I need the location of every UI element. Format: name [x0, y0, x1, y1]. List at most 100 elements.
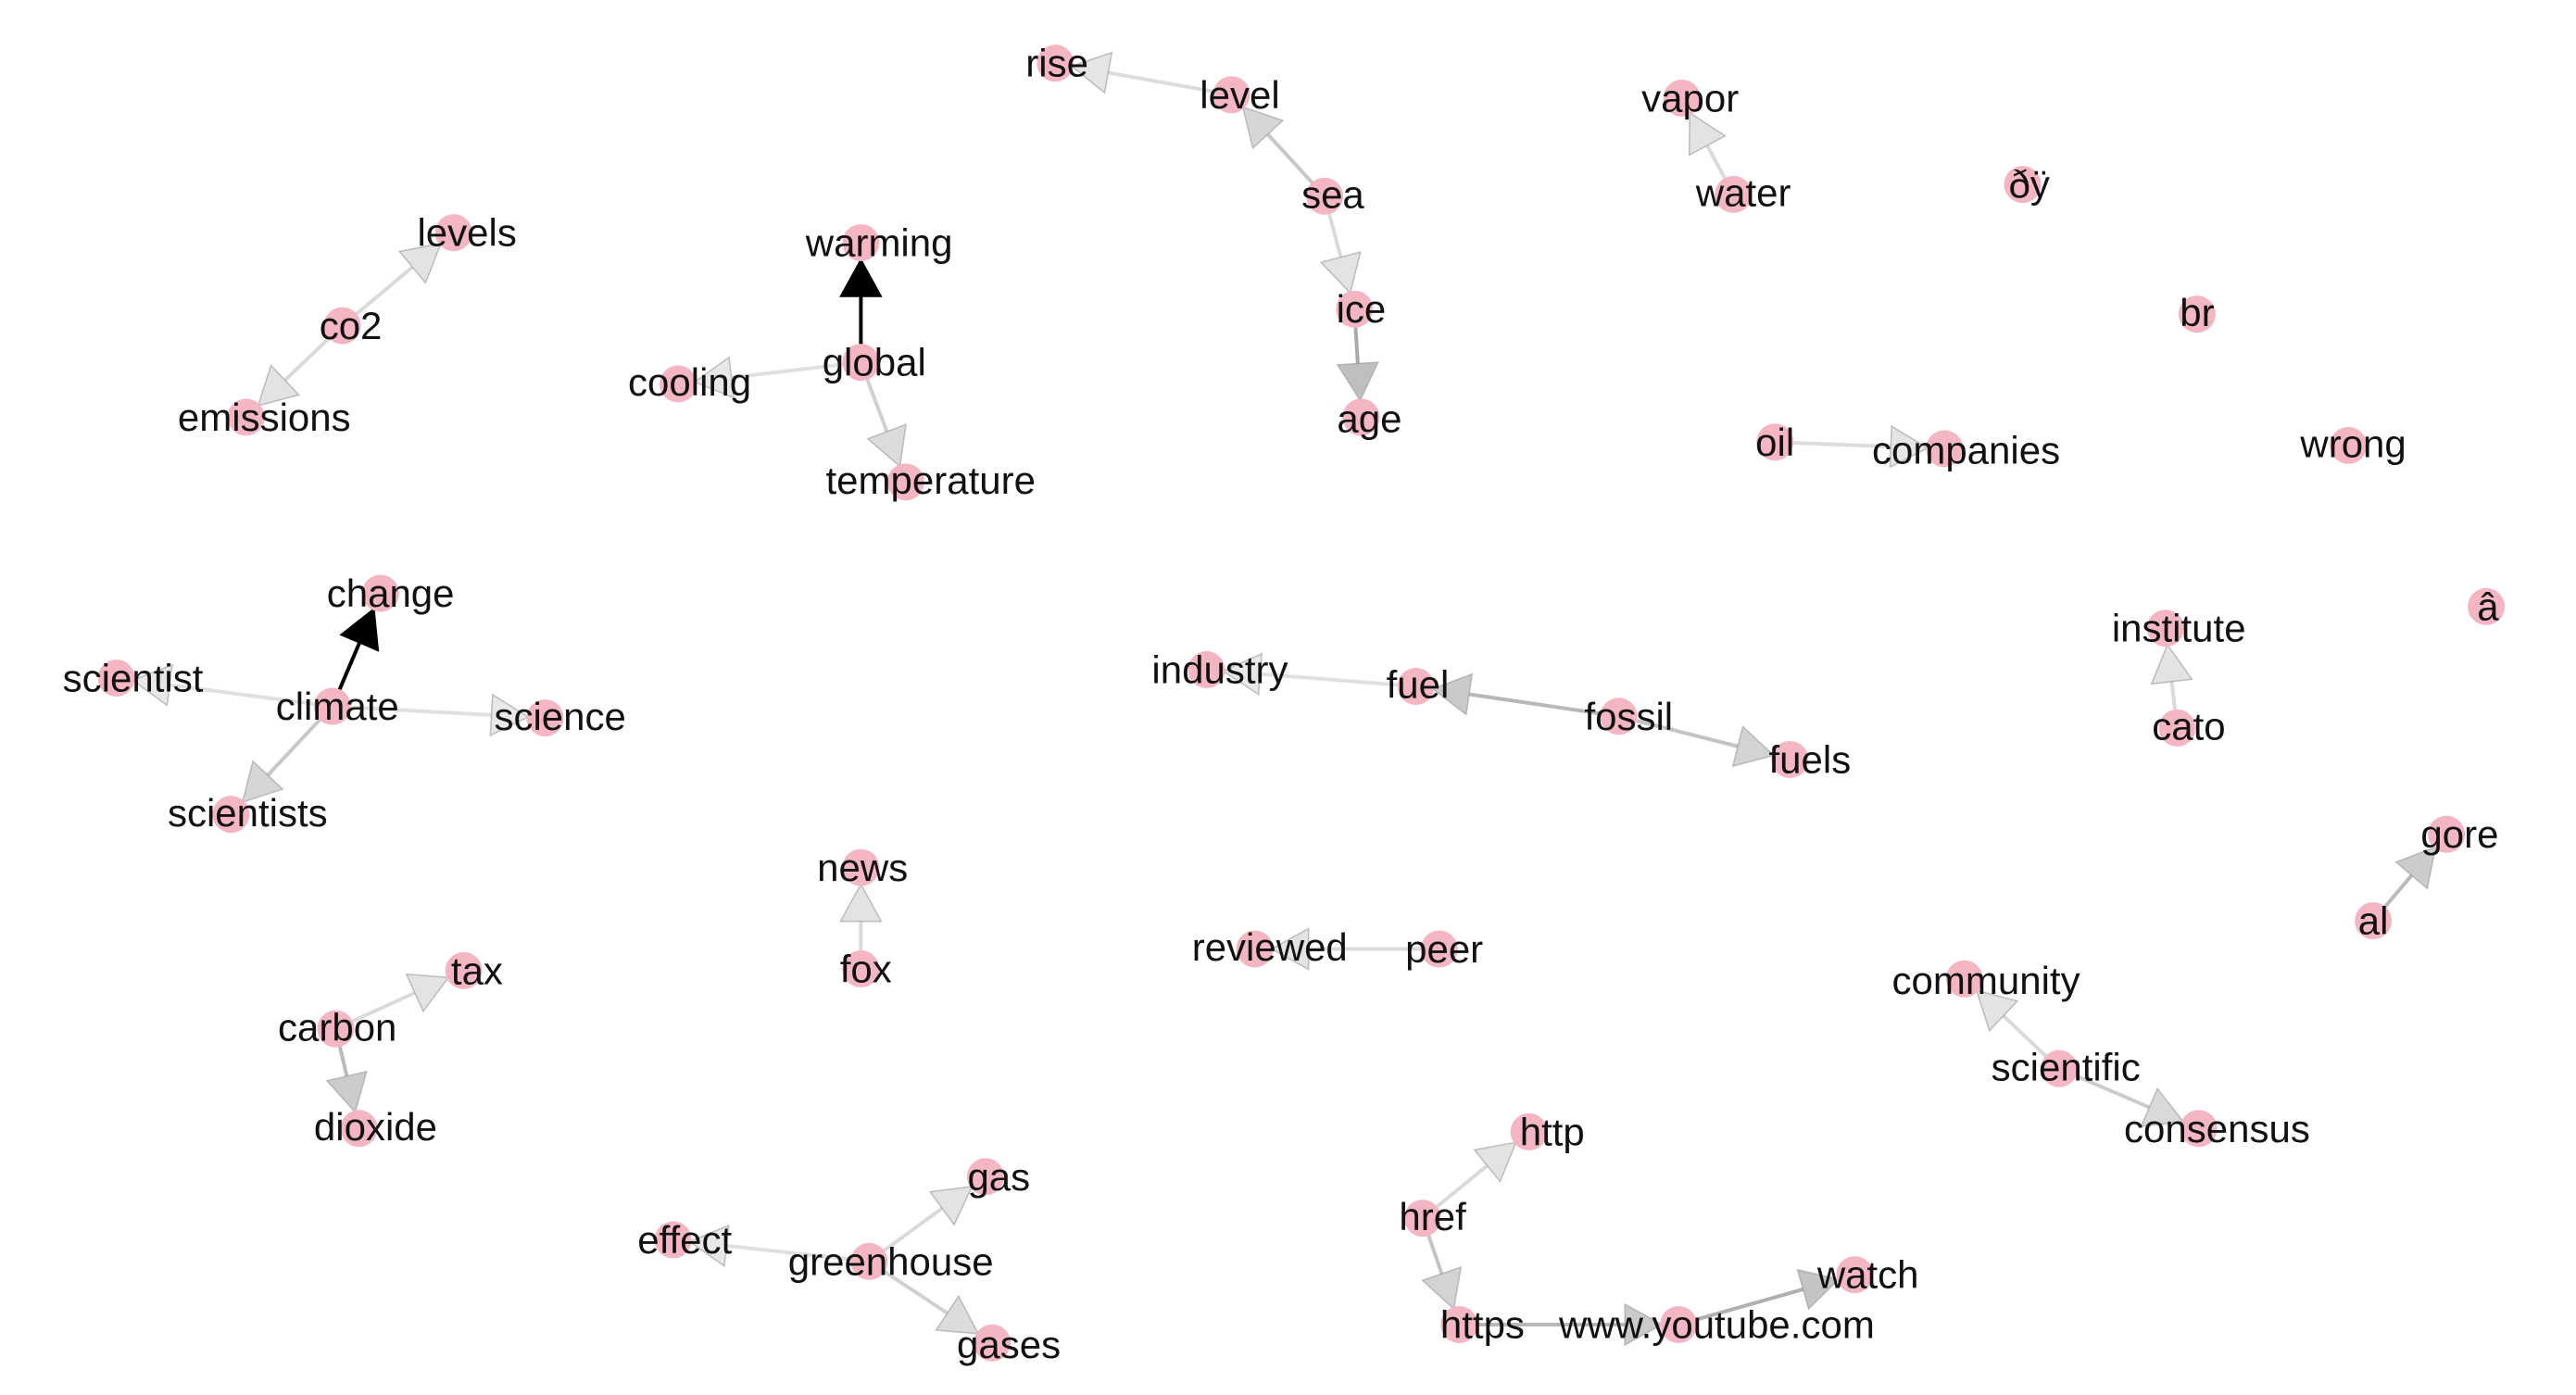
edge-arrowhead	[325, 1070, 368, 1114]
node-label: cooling	[628, 360, 751, 404]
node-circle	[966, 1158, 1004, 1196]
edge-layer	[131, 51, 2437, 1347]
node-circle	[1342, 398, 1380, 436]
node-carbon: carbon	[278, 1005, 396, 1049]
node-science: science	[494, 695, 625, 738]
edge-level-rise	[1070, 51, 1232, 97]
node-label: gas	[967, 1155, 1030, 1199]
node-climate: climate	[276, 685, 399, 728]
node-label: community	[1892, 959, 2080, 1002]
node-circle	[654, 1221, 692, 1259]
node-label: global	[823, 341, 926, 384]
edge-arrowhead	[1731, 725, 1776, 768]
node-https: https	[1440, 1302, 1525, 1346]
node-circle	[2146, 610, 2184, 647]
edge-arrowhead	[1070, 51, 1113, 94]
node-label: climate	[276, 685, 399, 728]
node-co2: co2	[320, 304, 383, 347]
node-circle	[1945, 960, 1983, 998]
node-institute: institute	[2112, 607, 2246, 650]
node-circle	[361, 574, 399, 612]
node-label: fuel	[1387, 663, 1450, 707]
node-href: href	[1399, 1195, 1466, 1238]
node-label: https	[1440, 1302, 1525, 1346]
node-rise: rise	[1025, 42, 1088, 85]
edge-arrowhead	[2394, 846, 2437, 890]
edge-fuel-industry	[1221, 652, 1416, 696]
node-sea: sea	[1301, 172, 1364, 216]
node-gore: gore	[2420, 812, 2498, 856]
node-circle	[842, 223, 880, 261]
edge-arrowhead	[1270, 927, 1310, 971]
node-label: water	[1695, 171, 1791, 215]
edge-youtube-watch	[1678, 1268, 1841, 1326]
node-al: al	[2355, 899, 2393, 942]
node-label: www.youtube.com	[1558, 1302, 1875, 1346]
edge-line	[731, 360, 861, 380]
node-label: href	[1399, 1195, 1466, 1238]
node-circle	[842, 344, 880, 382]
edge-arrowhead	[1221, 652, 1263, 696]
node-label: greenhouse	[788, 1239, 994, 1283]
node-label: â	[2477, 584, 2499, 628]
node-circle	[1420, 930, 1458, 968]
node-tax: tax	[445, 949, 503, 992]
node-a_circ: â	[2468, 584, 2506, 628]
node-effect: effect	[637, 1218, 732, 1262]
node-circle	[323, 307, 361, 345]
edge-href-https	[1420, 1217, 1463, 1311]
edge-arrowhead	[693, 356, 735, 399]
node-label: watch	[1816, 1253, 1919, 1297]
edge-peer-reviewed	[1270, 927, 1439, 971]
node-circle	[1213, 76, 1250, 114]
node-news: news	[817, 846, 908, 889]
edge-arrowhead	[1688, 111, 1727, 157]
node-cooling: cooling	[628, 360, 751, 404]
node-label: sea	[1301, 172, 1364, 216]
node-watch: watch	[1816, 1253, 1919, 1297]
node-label: http	[1520, 1110, 1585, 1153]
node-companies: companies	[1872, 429, 2060, 472]
node-circle	[97, 660, 135, 698]
node-circle	[1836, 1256, 1874, 1294]
edge-arrowhead	[405, 973, 450, 1013]
edge-arrowhead	[687, 1224, 730, 1268]
edge-line	[169, 683, 333, 709]
node-label: companies	[1872, 429, 2060, 472]
node-scientific: scientific	[1992, 1045, 2141, 1088]
node-label: carbon	[278, 1005, 396, 1049]
node-circle	[1756, 423, 1794, 461]
node-circle	[445, 951, 483, 989]
node-label: oil	[1755, 421, 1794, 464]
node-circle	[1037, 44, 1074, 82]
node-circle	[886, 463, 924, 501]
node-circle	[1660, 1305, 1698, 1343]
node-warming: warming	[805, 220, 953, 264]
node-label: br	[2180, 291, 2214, 334]
node-label: temperature	[826, 459, 1036, 502]
node-circle	[842, 950, 880, 988]
node-circle	[660, 365, 697, 403]
edge-arrowhead	[2140, 1087, 2185, 1127]
node-label: vapor	[1641, 76, 1739, 119]
node-dioxide: dioxide	[314, 1105, 437, 1149]
node-label: industry	[1151, 648, 1288, 692]
node-br: br	[2178, 291, 2216, 334]
node-circle	[2468, 587, 2506, 625]
edge-oil-companies	[1775, 424, 1929, 469]
node-ice: ice	[1336, 287, 1386, 331]
node-wrong: wrong	[2299, 422, 2406, 466]
edge-climate-science	[332, 693, 531, 737]
edge-arrowhead	[257, 364, 301, 408]
edge-arrowhead	[397, 242, 443, 284]
node-circle	[1305, 177, 1343, 215]
node-label: effect	[637, 1218, 732, 1262]
node-circle	[340, 1110, 378, 1148]
node-circle	[2355, 901, 2393, 939]
node-circle	[434, 214, 472, 252]
node-circle	[212, 796, 250, 834]
edge-arrowhead	[131, 663, 173, 707]
node-vapor: vapor	[1641, 76, 1739, 119]
node-circle	[1236, 930, 1274, 968]
node-circle	[1187, 651, 1225, 689]
